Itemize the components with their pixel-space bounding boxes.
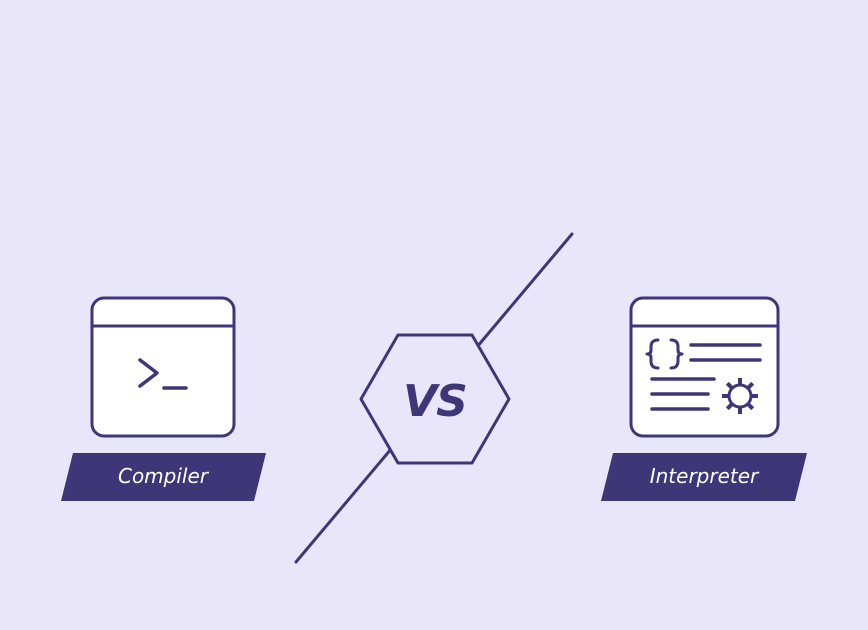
compiler-label: Compiler [118, 464, 210, 488]
vs-label: VS [403, 376, 467, 427]
compiler-label-banner: Compiler [61, 453, 266, 501]
hexagon-icon [359, 333, 511, 465]
interpreter-group: Interpreter [601, 296, 807, 501]
curly-brace-close-icon [669, 338, 684, 370]
interpreter-label: Interpreter [650, 464, 760, 488]
gear-icon [722, 378, 758, 414]
curly-brace-open-icon [645, 338, 660, 370]
interpreter-label-banner: Interpreter [601, 453, 807, 501]
vs-badge: VS [359, 333, 511, 465]
code-settings-window-icon [629, 296, 780, 438]
prompt-chevron-icon [138, 358, 159, 388]
terminal-window-icon [90, 296, 236, 438]
code-lines-icon [650, 343, 762, 411]
compiler-group: Compiler [61, 296, 266, 501]
